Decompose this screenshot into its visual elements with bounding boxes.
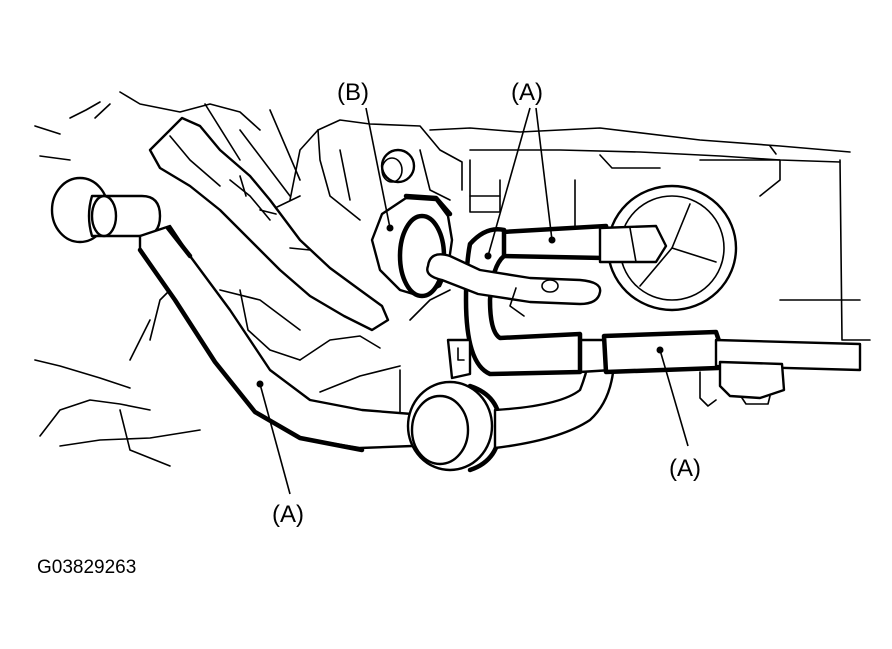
bracket — [409, 289, 472, 380]
callout-a-top: (A) — [511, 79, 543, 106]
hose-a-right — [578, 329, 862, 407]
left-fitting — [50, 176, 162, 244]
lower-center-fitting — [406, 380, 503, 473]
hose-a-loop — [463, 227, 583, 377]
callout-b: (B) — [337, 79, 369, 106]
upper-left-harness — [148, 116, 390, 332]
callout-a-right: (A) — [669, 455, 701, 482]
leader-lines — [256, 107, 689, 495]
figure-id: G03829263 — [37, 557, 136, 578]
callout-a-left: (A) — [272, 501, 304, 528]
hose-a-top — [499, 223, 668, 264]
hose-from-b — [426, 253, 602, 317]
